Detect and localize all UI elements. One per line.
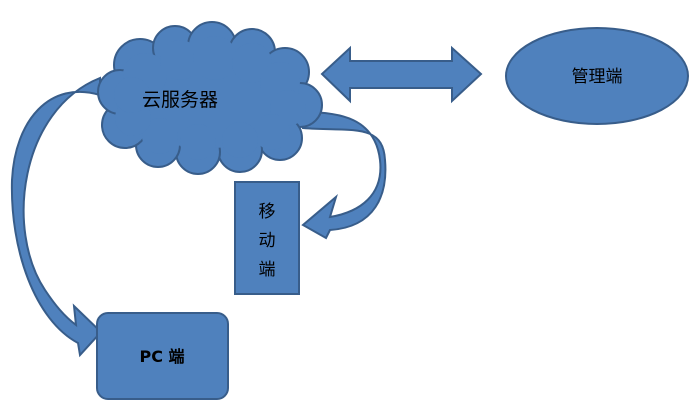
cloud-server-node: 云服务器 bbox=[97, 21, 323, 175]
arrow-cloud-admin-bidirectional bbox=[320, 45, 483, 104]
arrow-cloud-to-mobile bbox=[301, 110, 387, 240]
mobile-label-char-2: 动 bbox=[259, 231, 276, 251]
admin-label: 管理端 bbox=[572, 67, 623, 87]
mobile-label-char-1: 移 bbox=[259, 202, 276, 222]
mobile-node: 移 动 端 bbox=[234, 181, 300, 295]
mobile-label-char-3: 端 bbox=[259, 260, 276, 280]
admin-node: 管理端 bbox=[505, 27, 689, 125]
pc-node: PC 端 bbox=[96, 312, 229, 400]
pc-label: PC 端 bbox=[139, 347, 184, 366]
cloud-server-label: 云服务器 bbox=[142, 89, 218, 111]
arrow-cloud-to-pc bbox=[10, 76, 103, 358]
